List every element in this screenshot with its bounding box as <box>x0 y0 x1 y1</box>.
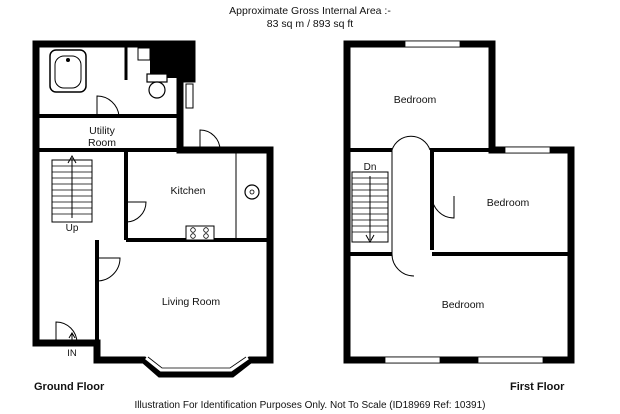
basin-icon <box>137 47 151 61</box>
bedroom-bottom-door-swing <box>391 253 415 277</box>
living-door-swing <box>96 257 121 282</box>
area-value: 83 sq m / 893 sq ft <box>267 18 353 30</box>
area-title: Approximate Gross Internal Area :- <box>229 5 391 17</box>
bedroom-bottom-label: Bedroom <box>442 299 485 311</box>
utility-room-label-line1: Utility <box>89 125 115 137</box>
entrance-door-swing <box>55 321 78 344</box>
bath-tap-icon <box>66 58 70 62</box>
bath-tub-inner <box>54 55 82 89</box>
bedroom-top-door-swing <box>391 135 431 151</box>
first-floor-plan: Bedroom Bedroom Bedroom Dn <box>343 40 575 364</box>
arrow-up-icon <box>67 154 77 164</box>
first-stairs <box>351 171 389 244</box>
window-bottom-right <box>477 356 544 364</box>
bay-window <box>145 356 249 372</box>
chimney-block <box>179 44 193 80</box>
kitchen-label: Kitchen <box>170 185 205 197</box>
bedroom-mid-door-swing <box>431 195 455 219</box>
bedroom-top-label: Bedroom <box>394 94 437 106</box>
stairs-down-label: Dn <box>364 162 377 173</box>
sink-icon <box>244 184 260 200</box>
stairs-up-label: Up <box>66 223 79 234</box>
kitchen-door-swing <box>199 129 221 151</box>
toilet-cistern <box>146 73 168 83</box>
arrow-up-icon <box>68 332 76 339</box>
living-room-label: Living Room <box>162 296 221 308</box>
window-bottom-left <box>384 356 441 364</box>
bath-tub-icon <box>49 49 87 93</box>
arrow-down-icon <box>365 234 375 244</box>
ground-floor-plan: Utility Room Kitchen Living Room Up IN <box>32 40 274 378</box>
ground-stairs <box>51 154 93 223</box>
first-floor-outer-wall <box>343 40 575 364</box>
window-top <box>404 40 461 48</box>
ground-floor-label: Ground Floor <box>34 381 105 393</box>
chimney-breast <box>150 44 180 78</box>
disclaimer-text: Illustration For Identification Purposes… <box>135 400 486 411</box>
toilet-icon <box>148 81 166 99</box>
bedroom-mid-label: Bedroom <box>487 197 530 209</box>
first-floor-label: First Floor <box>510 381 565 393</box>
utility-room-label-line2: Room <box>88 137 116 149</box>
kitchen-side-door-swing <box>125 201 147 223</box>
hob-icon <box>185 225 215 241</box>
entrance-label: IN <box>67 348 77 359</box>
window-mid <box>504 146 551 154</box>
bathroom-window <box>185 83 194 109</box>
bathroom-door-swing <box>96 95 120 117</box>
